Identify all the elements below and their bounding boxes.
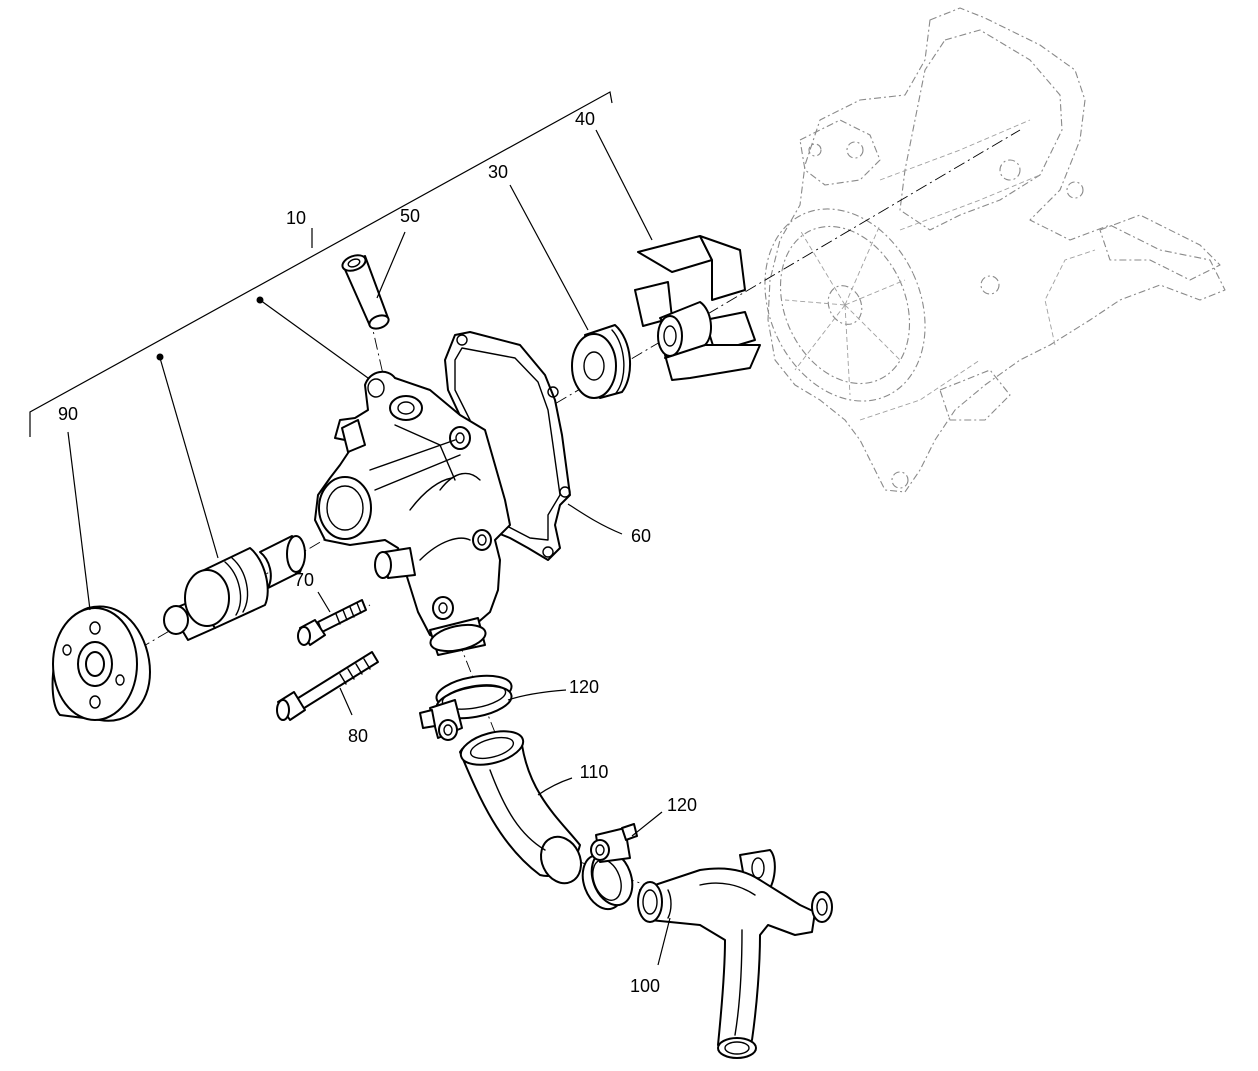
hose-part	[459, 730, 582, 885]
leader-80	[339, 687, 353, 716]
callout-10: 10	[286, 208, 306, 228]
callout-70: 70	[294, 570, 314, 590]
bolt-long-part	[276, 651, 379, 721]
leader-30	[509, 184, 589, 331]
assembly-bracket	[29, 91, 613, 437]
callout-120-lower: 120	[667, 795, 697, 815]
axis-centerlines	[119, 129, 1021, 891]
leader-60	[567, 503, 623, 535]
leader-shaft	[159, 357, 219, 559]
outlet-pipe-part	[637, 849, 833, 1059]
leader-70	[317, 591, 331, 613]
callout-100: 100	[630, 976, 660, 996]
leader-50	[376, 231, 406, 299]
bearing-shaft-part	[163, 535, 306, 641]
callout-50: 50	[400, 206, 420, 226]
seal-part	[571, 324, 632, 399]
callout-labels: 10 30 40 50 60 70 80 90 100 110 120 120	[58, 109, 697, 996]
leader-lines	[67, 129, 671, 966]
engine-block-ghost	[764, 7, 1226, 493]
callout-110: 110	[580, 762, 609, 782]
leader-120b	[631, 811, 663, 837]
leader-90	[67, 431, 91, 611]
callout-30: 30	[488, 162, 508, 182]
hose-clamp-lower-part	[581, 823, 638, 911]
callout-60: 60	[631, 526, 651, 546]
impeller-part	[634, 235, 761, 381]
leader-dot-shaft	[156, 353, 164, 361]
callout-90: 90	[58, 404, 78, 424]
hose-clamp-upper-part	[419, 674, 513, 741]
bolt-short-part	[297, 599, 367, 646]
leader-120a	[507, 689, 567, 701]
pump-housing-part	[314, 331, 571, 656]
leader-100	[657, 917, 671, 966]
leader-10	[259, 299, 369, 379]
callout-80: 80	[348, 726, 368, 746]
leader-110	[537, 777, 573, 796]
sleeve-part	[341, 254, 390, 330]
callout-120-upper: 120	[569, 677, 599, 697]
leader-40	[595, 129, 653, 241]
callout-40: 40	[575, 109, 595, 129]
pulley-part	[51, 605, 151, 722]
leader-dot-10	[256, 296, 264, 304]
